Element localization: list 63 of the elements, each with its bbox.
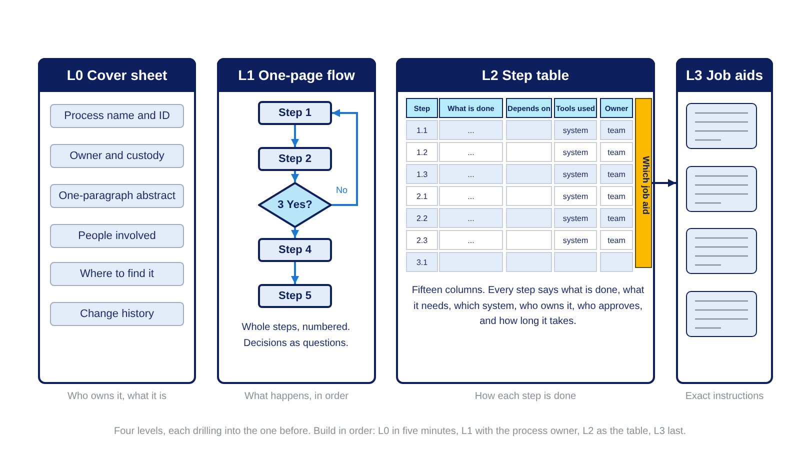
table-cell: 2.2 <box>406 208 438 228</box>
panel-caption: Who owns it, what it is <box>66 391 168 402</box>
panel <box>217 58 376 384</box>
arrow <box>291 125 299 147</box>
panel-header: L3 Job aids <box>676 58 773 92</box>
arrow <box>332 109 358 206</box>
job-aid-card <box>686 291 757 337</box>
arrow <box>652 179 676 187</box>
note-text: Fifteen columns. Every step says what is done, what it needs, which system, who owns it, who approves, and how long it takes. <box>410 284 646 329</box>
info-box: One-paragraph abstract <box>50 184 184 208</box>
table-cell: system <box>554 230 597 250</box>
decision-diamond: 3 Yes? <box>258 182 332 228</box>
table-cell: team <box>600 230 633 250</box>
table-cell: team <box>600 186 633 206</box>
panel-header: L2 Step table <box>396 58 655 92</box>
table-cell: system <box>554 186 597 206</box>
panel <box>38 58 196 384</box>
panel-header: L1 One-page flow <box>217 58 376 92</box>
table-cell: system <box>554 208 597 228</box>
process-box: Step 4 <box>258 238 332 262</box>
process-box: Step 5 <box>258 284 332 308</box>
panel-caption: What happens, in order <box>244 391 350 402</box>
table-cell: 1.3 <box>406 164 438 184</box>
job-aid-card <box>686 166 757 212</box>
table-cell: ... <box>439 230 503 250</box>
table-cell: team <box>600 164 633 184</box>
job-aid-card <box>686 228 757 274</box>
info-box: Where to find it <box>50 262 184 286</box>
note-text: Whole steps, numbered. Decisions as questions. <box>240 321 352 350</box>
table-cell: 2.1 <box>406 186 438 206</box>
panel <box>396 58 655 384</box>
table-cell: 2.3 <box>406 230 438 250</box>
table-cell: ... <box>439 208 503 228</box>
edge-label: No <box>335 185 349 195</box>
table-cell: system <box>554 142 597 162</box>
table-cell: ... <box>439 164 503 184</box>
highlight-column: Which job aid <box>635 98 652 268</box>
panel-caption: Exact instructions <box>684 391 765 402</box>
table-cell: team <box>600 142 633 162</box>
table-cell: system <box>554 164 597 184</box>
table-cell: ... <box>439 142 503 162</box>
panel-caption: How each step is done <box>474 391 578 402</box>
table-cell: 1.2 <box>406 142 438 162</box>
table-cell: ... <box>439 120 503 140</box>
job-aid-card <box>686 103 757 149</box>
arrow <box>291 171 299 182</box>
panel <box>676 58 773 384</box>
table-cell: team <box>600 120 633 140</box>
table-cell: ... <box>439 186 503 206</box>
table-cell: 3.1 <box>406 252 438 272</box>
info-box: People involved <box>50 224 184 248</box>
arrow <box>291 262 299 284</box>
info-box: Change history <box>50 302 184 326</box>
panel-header: L0 Cover sheet <box>38 58 196 92</box>
table-cell: system <box>554 120 597 140</box>
info-box: Process name and ID <box>50 104 184 128</box>
caption: Four levels, each drilling into the one before. Build in order: L0 in five minutes, L1 with the process owner, L2 as the table, L3 last. <box>113 426 687 437</box>
arrow <box>291 228 299 238</box>
info-box: Owner and custody <box>50 144 184 168</box>
process-box: Step 2 <box>258 147 332 171</box>
table-cell: team <box>600 208 633 228</box>
process-box: Step 1 <box>258 101 332 125</box>
table-cell: 1.1 <box>406 120 438 140</box>
